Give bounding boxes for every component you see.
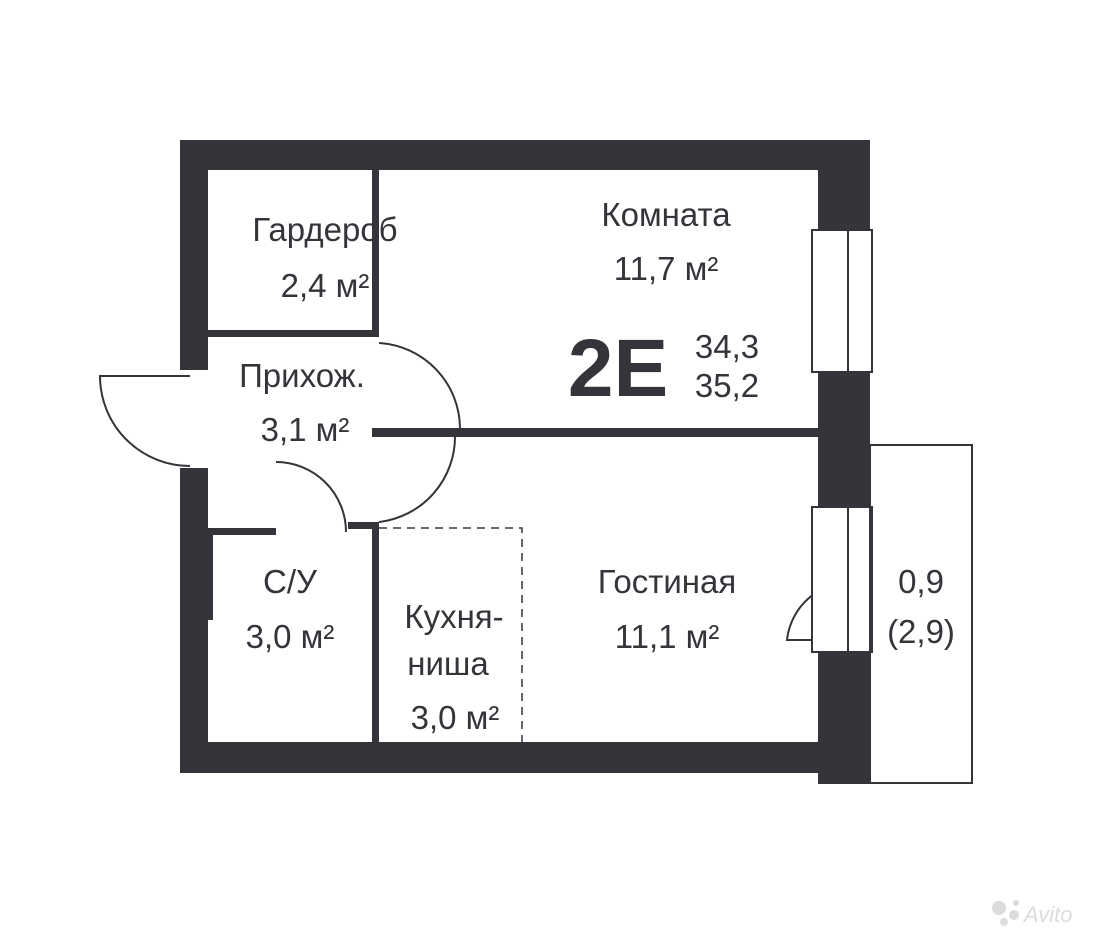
room-divider-wall [372, 428, 818, 437]
room-name: Комната [601, 196, 731, 233]
hall-name: Прихож. [239, 357, 365, 394]
right-wall-2 [818, 372, 870, 507]
interior-walls [208, 170, 818, 742]
room-area: 11,7 м² [614, 250, 719, 287]
area-with-balcony: 35,2 [695, 367, 759, 404]
living-area: 11,1 м² [615, 618, 720, 655]
kitchen-niche-outline [379, 527, 523, 742]
wardrobe-right-wall [372, 170, 379, 330]
top-wall [180, 140, 870, 170]
bath-name: С/У [263, 563, 318, 600]
bath-door-icon [275, 461, 347, 533]
wardrobe-bottom-wall [208, 330, 379, 337]
hall-area: 3,1 м² [261, 411, 350, 448]
balcony-area: 0,9 [898, 563, 944, 600]
entrance-door-icon [98, 375, 191, 467]
area-total: 34,3 [695, 328, 759, 365]
plan-code: 2E [568, 323, 668, 414]
balcony-area-full: (2,9) [887, 613, 955, 650]
kitchen-area: 3,0 м² [411, 699, 500, 736]
avito-text: Avito [1022, 902, 1073, 927]
avito-logo-icon [992, 900, 1019, 926]
avito-watermark: Avito [992, 900, 1073, 927]
kitchen-name-line1: Кухня- [404, 598, 503, 635]
bath-top-wall-right [348, 522, 379, 529]
bottom-wall [180, 742, 870, 773]
balcony-outline [869, 444, 973, 784]
bath-left-inner [208, 535, 213, 620]
window-room [811, 229, 873, 373]
right-wall-3 [818, 652, 870, 784]
living-name: Гостиная [598, 563, 737, 600]
kitchen-door-icon [378, 434, 457, 523]
bath-area: 3,0 м² [246, 618, 335, 655]
right-wall-1 [818, 140, 870, 230]
outer-walls [180, 140, 870, 784]
bath-top-wall-left [208, 528, 276, 535]
wardrobe-door-icon [378, 342, 461, 429]
left-wall-lower [180, 468, 208, 773]
kitchen-name-line2: ниша [407, 645, 489, 682]
windows [811, 229, 873, 653]
left-wall-upper [180, 140, 208, 370]
wardrobe-name: Гардероб [252, 211, 397, 248]
wardrobe-area: 2,4 м² [281, 267, 370, 304]
window-living [811, 506, 873, 653]
bath-kitchen-wall [372, 522, 379, 742]
